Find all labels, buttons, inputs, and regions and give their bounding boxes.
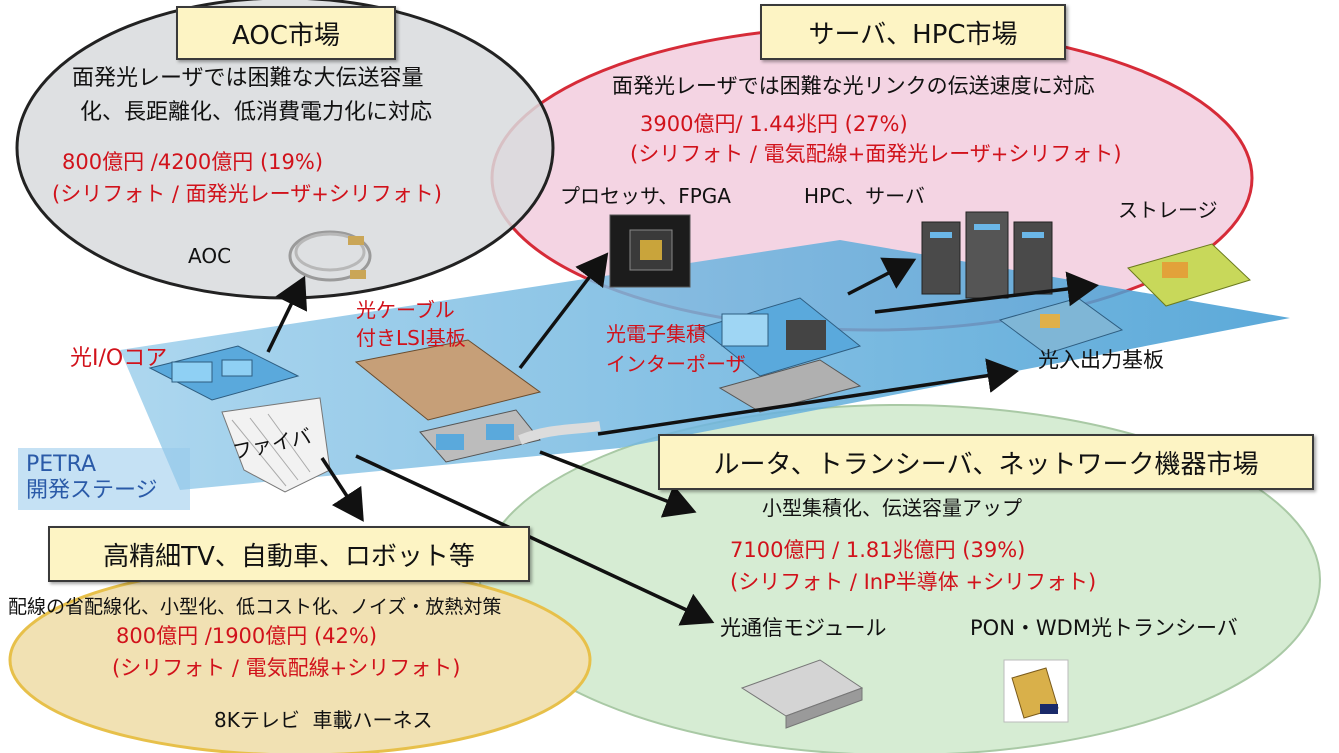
io-board-image	[998, 297, 1124, 355]
fiber-ribbon-image	[221, 397, 331, 493]
arrow-to-router	[539, 450, 697, 518]
arrow-to-fpga	[518, 252, 609, 370]
aoc-market-title: AOC市場	[176, 6, 396, 60]
aoc-tech-breakdown: (シリフォト / 面発光レーザ+シリフォト)	[52, 182, 442, 206]
aoc-desc-line2: 化、長距離化、低消費電力化に対応	[80, 100, 433, 125]
server-rack-image	[921, 211, 1053, 299]
petra-stage-box: PETRA 開発ステージ	[18, 448, 190, 510]
hpc-label: HPC、サーバ	[804, 184, 925, 208]
tv-products-label: 8Kテレビ 車載ハーネス	[214, 708, 433, 732]
transceiver-label: PON・WDM光トランシーバ	[970, 616, 1238, 640]
optical-module-label: 光通信モジュール	[720, 616, 887, 640]
aoc-cable-image	[288, 230, 372, 282]
aoc-desc-line1: 面発光レーザでは困難な大伝送容量	[72, 66, 424, 91]
processor-label: プロセッサ、FPGA	[560, 184, 731, 208]
arrow-to-io-board	[597, 358, 1019, 436]
server-desc: 面発光レーザでは困難な光リンクの伝送速度に対応	[612, 74, 1095, 98]
aoc-market-size: 800億円 /4200億円 (19%)	[62, 150, 324, 174]
arrow-to-storage	[874, 271, 1099, 314]
router-market-size: 7100億円 / 1.81兆億円 (39%)	[730, 538, 1026, 562]
io-board-label: 光入出力基板	[1038, 348, 1164, 372]
router-tech-breakdown: (シリフォト / InP半導体 +シリフォト)	[730, 570, 1097, 594]
arrow-to-aoc	[266, 275, 308, 353]
petra-stage-label: 開発ステージ	[26, 478, 158, 504]
tv-tech-breakdown: (シリフォト / 電気配線+シリフォト)	[112, 656, 461, 680]
interposer-label-line2: インターポーザ	[606, 352, 746, 376]
cable-lsi-label-line1: 光ケーブル	[356, 298, 455, 322]
aoc-product-label: AOC	[188, 244, 232, 268]
tv-market-title: 高精細TV、自動車、ロボット等	[48, 526, 530, 582]
storage-image	[1127, 243, 1251, 307]
tv-desc: 配線の省配線化、小型化、低コスト化、ノイズ・放熱対策	[8, 596, 502, 618]
io-core-image	[148, 345, 300, 401]
router-desc: 小型集積化、伝送容量アップ	[762, 496, 1022, 520]
optical-module-image	[740, 659, 864, 729]
io-core-label: 光I/Oコア	[70, 346, 168, 371]
tv-market-size: 800億円 /1900億円 (42%)	[116, 624, 378, 648]
server-market-size: 3900億円/ 1.44兆円 (27%)	[640, 112, 908, 136]
fpga-chip-image	[609, 214, 691, 288]
storage-label: ストレージ	[1118, 198, 1218, 222]
petra-label: PETRA	[26, 452, 97, 477]
router-market-title: ルータ、トランシーバ、ネットワーク機器市場	[658, 434, 1314, 490]
server-market-title: サーバ、HPC市場	[760, 4, 1066, 60]
flow-arrows	[266, 252, 1099, 626]
arrow-to-tv	[320, 457, 364, 522]
arrow-to-module	[355, 454, 715, 626]
cable-lsi-label-line2: 付きLSI基板	[356, 326, 466, 350]
development-flow-arrow	[120, 240, 1290, 490]
server-tech-breakdown: (シリフォト / 電気配線+面発光レーザ+シリフォト)	[630, 142, 1122, 166]
interposer-label-line1: 光電子集積	[606, 322, 706, 346]
interposer-image	[698, 297, 862, 413]
transceiver-image	[1003, 659, 1069, 723]
arrow-to-hpc	[847, 257, 917, 296]
lsi-board-image	[354, 339, 601, 463]
